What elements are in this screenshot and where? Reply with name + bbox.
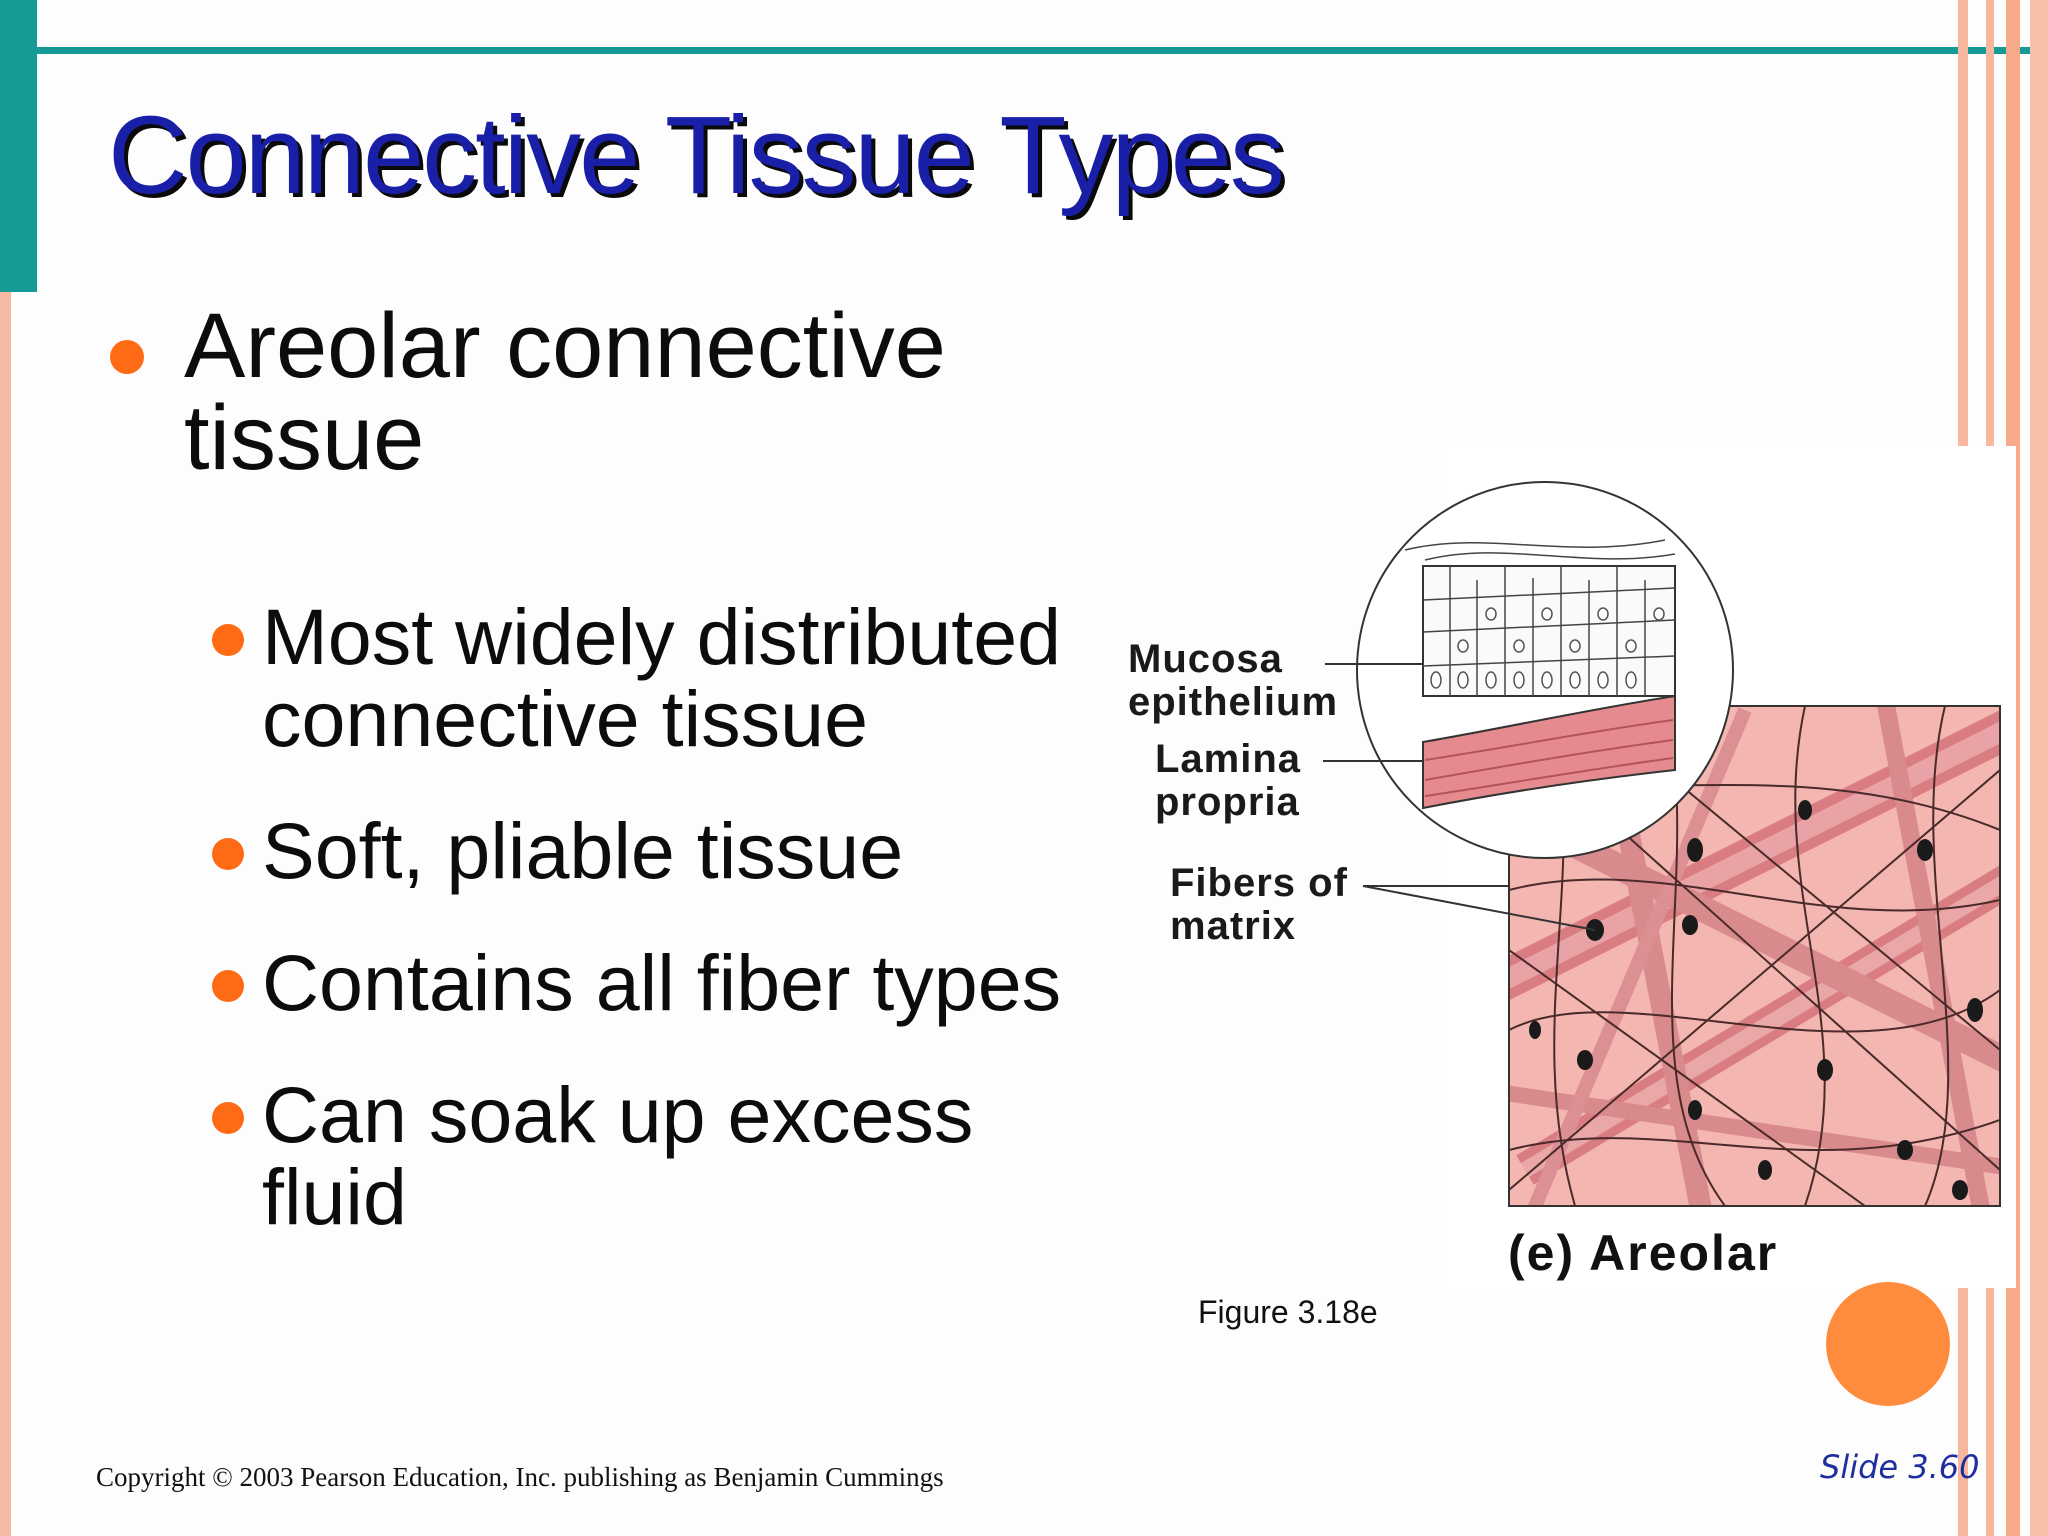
label-line: propria <box>1155 780 1300 824</box>
left-stripe <box>0 0 11 1536</box>
left-teal-bar <box>0 0 37 292</box>
orange-circle-decoration <box>1826 1282 1950 1406</box>
sub-bullet-text: Can soak up excess fluid <box>262 1070 974 1241</box>
sub-bullet-item: Contains all fiber types <box>108 942 1068 1024</box>
bullet-dot-icon <box>212 838 244 870</box>
sub-bullet-item: Soft, pliable tissue <box>108 810 1068 892</box>
sub-bullet-text: Soft, pliable tissue <box>262 806 904 895</box>
bullet-dot-icon <box>212 1102 244 1134</box>
bullet-text: Areolar connective tissue <box>184 295 946 489</box>
label-mucosa-epithelium: Mucosa epithelium <box>1128 638 1338 724</box>
sub-bullet-list: Most widely distributed connective tissu… <box>108 596 1068 1288</box>
top-rule <box>37 47 2032 54</box>
sub-bullet-item: Can soak up excess fluid <box>108 1074 1068 1238</box>
label-fibers-of-matrix: Fibers of matrix <box>1170 862 1348 948</box>
sub-bullet-text: Contains all fiber types <box>262 938 1062 1027</box>
label-line: matrix <box>1170 904 1297 948</box>
bullet-dot-icon <box>110 340 144 374</box>
label-line: Mucosa <box>1128 637 1283 681</box>
bullet-dot-icon <box>212 624 244 656</box>
label-lamina-propria: Lamina propria <box>1155 738 1301 824</box>
areolar-tissue-illustration <box>1323 481 2001 1207</box>
slide-title: Connective Tissue Types <box>108 94 1285 217</box>
sub-bullet-text: Most widely distributed connective tissu… <box>262 592 1062 763</box>
copyright-footer: Copyright © 2003 Pearson Education, Inc.… <box>96 1462 944 1492</box>
bullet-item: Areolar connective tissue <box>108 300 1068 484</box>
sub-bullet-item: Most widely distributed connective tissu… <box>108 596 1068 760</box>
bullet-list: Areolar connective tissue <box>108 300 1068 484</box>
bullet-dot-icon <box>212 970 244 1002</box>
label-line: epithelium <box>1128 680 1339 724</box>
label-line: Fibers of <box>1170 861 1348 905</box>
label-line: Lamina <box>1155 737 1302 781</box>
figure-caption: (e) Areolar <box>1508 1225 1779 1281</box>
slide-number: Slide 3.60 <box>1820 1448 1980 1486</box>
figure-reference: Figure 3.18e <box>1198 1294 1378 1330</box>
tissue-block <box>1509 706 2000 1206</box>
